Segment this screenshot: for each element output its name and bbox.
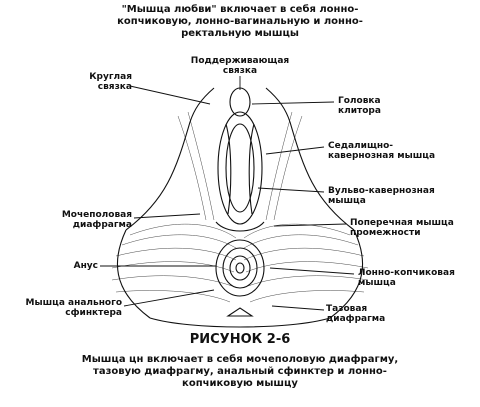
label-urogenital-diaphragm: Мочеполовая диафрагма [61, 210, 132, 230]
anal-structures [215, 239, 265, 317]
label-round-ligament: Круглая связка [89, 72, 132, 92]
leader-pelvic-diaphragm [271, 305, 325, 311]
label-ischiocavernosus: Седалищно- кавернозная мышца [328, 141, 436, 161]
leader-clitoris-head [251, 101, 335, 105]
bottom-caption: Мышца цн включает в себя мочеполовую диа… [81, 354, 399, 389]
leader-bulbocavernosus [257, 187, 325, 193]
pelvic-outline [116, 87, 364, 328]
vulvar-structures [215, 87, 265, 232]
leader-transverse-perineal [273, 223, 347, 227]
leader-anal-sphincter [123, 289, 215, 307]
leader-round-ligament [129, 85, 211, 105]
leader-ischiocavernosus [265, 146, 325, 155]
label-pubococcygeus: Лонно-копчиковая мышца [358, 268, 455, 288]
label-bulbocavernosus: Вульво-кавернозная мышца [328, 186, 435, 206]
label-suspensory-ligament: Поддерживающая связка [190, 56, 290, 76]
label-anal-sphincter: Мышца анального сфинктера [25, 298, 122, 318]
top-caption: "Мышца любви" включает в себя лонно-копч… [117, 4, 363, 39]
label-transverse-perineal: Поперечная мышца промежности [350, 218, 454, 238]
label-pelvic-diaphragm: Тазовая диафрагма [326, 304, 386, 324]
muscle-hatching [111, 111, 369, 303]
leader-lines [100, 76, 355, 311]
figure-title: РИСУНОК 2-6 [189, 332, 291, 347]
label-anus: Анус [73, 261, 98, 271]
label-clitoris-head: Головка клитора [338, 96, 381, 116]
leader-pubococcygeus [269, 267, 355, 275]
leader-urogenital-diaphragm [133, 213, 201, 219]
